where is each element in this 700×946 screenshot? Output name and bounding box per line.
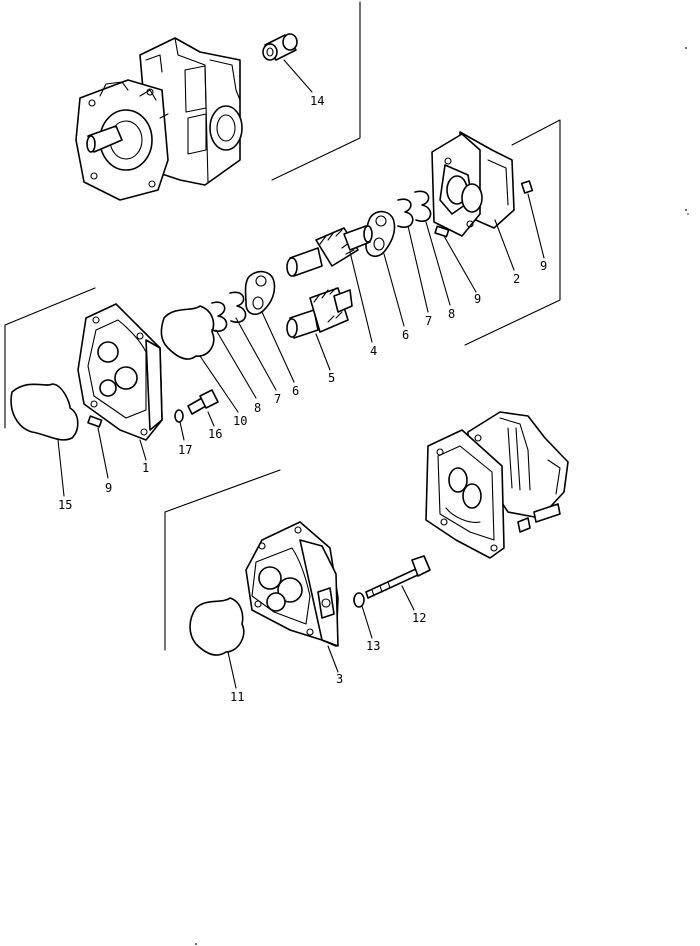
bolt-part-16 — [187, 389, 219, 415]
callout-5: 5 — [328, 371, 335, 385]
callout-8-right: 8 — [448, 307, 455, 321]
callout-1: 1 — [142, 461, 149, 475]
pump-body-lower-right — [425, 411, 569, 559]
dowel-pin-left — [87, 415, 103, 428]
snap-rings-left — [211, 291, 247, 332]
snap-rings-right — [397, 190, 432, 228]
leader-lines — [57, 59, 545, 689]
bushing-part-14 — [262, 33, 298, 61]
callout-numbers: 14 2 9 9 8 7 6 4 5 6 7 8 10 16 17 1 9 15… — [58, 94, 547, 704]
callout-2: 2 — [513, 272, 520, 286]
callout-14: 14 — [310, 94, 324, 108]
flange-cover-part-1 — [77, 303, 163, 441]
callout-17: 17 — [178, 443, 192, 457]
callout-8-left: 8 — [254, 401, 261, 415]
callout-4: 4 — [370, 344, 377, 358]
callout-15: 15 — [58, 498, 72, 512]
dowel-pin-right-lower — [434, 225, 450, 238]
end-cover-part-3 — [245, 521, 339, 647]
callout-7-right: 7 — [425, 314, 432, 328]
housing-part-2 — [431, 131, 515, 237]
gasket-part-15 — [10, 383, 79, 441]
long-bolt-part-12 — [365, 555, 431, 599]
gasket-part-10 — [160, 305, 215, 360]
callout-9-mid: 9 — [474, 292, 481, 306]
washer-part-17 — [174, 409, 184, 423]
callout-11: 11 — [230, 690, 244, 704]
callout-9-right: 9 — [540, 259, 547, 273]
scan-specks — [195, 47, 689, 945]
dowel-pin-right-top — [520, 180, 534, 194]
callout-9-left: 9 — [105, 481, 112, 495]
drive-gear-shaft-part-4 — [286, 225, 373, 277]
washer-part-13 — [353, 592, 365, 608]
callout-7-left: 7 — [274, 392, 281, 406]
callout-13: 13 — [366, 639, 380, 653]
callout-16: 16 — [208, 427, 222, 441]
callout-6-left: 6 — [292, 384, 299, 398]
thrust-plate-left — [244, 270, 276, 316]
pump-assembly-complete — [75, 37, 243, 201]
callout-6-right: 6 — [402, 328, 409, 342]
callout-10: 10 — [233, 414, 247, 428]
driven-gear-part-5 — [286, 287, 353, 339]
gasket-part-11 — [189, 597, 245, 656]
bracket-lines — [4, 1, 561, 651]
callout-3: 3 — [336, 672, 343, 686]
callout-12: 12 — [412, 611, 426, 625]
